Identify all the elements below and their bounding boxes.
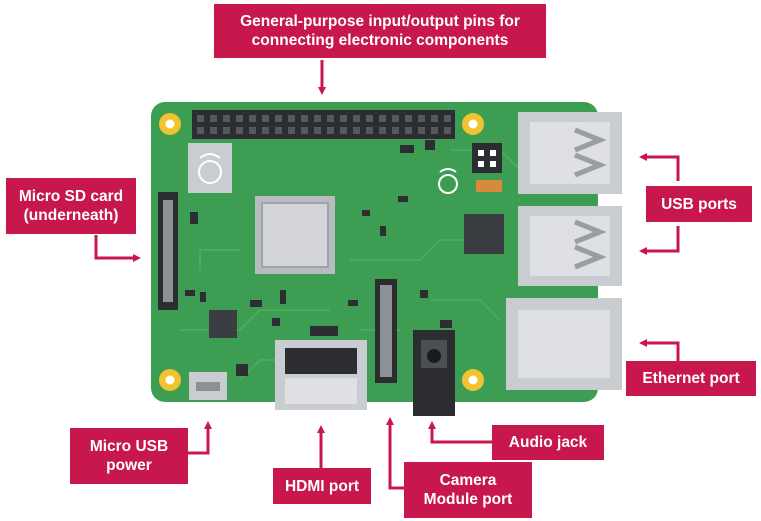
label-hdmi-port: HDMI port xyxy=(273,468,371,504)
gpio-pin xyxy=(197,115,204,122)
gpio-pin xyxy=(418,127,425,134)
label-audio-line-1: Audio jack xyxy=(508,434,588,451)
label-microusb-line-1: Micro USB xyxy=(89,438,169,455)
label-usb-line-1: USB ports xyxy=(661,195,737,213)
label-usb-ports: USB ports xyxy=(646,186,752,222)
hdmi-port xyxy=(275,340,367,410)
gpio-pin xyxy=(392,127,399,134)
label-microsd-line-2: (underneath) xyxy=(23,207,119,224)
gpio-pin xyxy=(353,127,360,134)
arrow-camera xyxy=(386,417,404,490)
gpio-pin xyxy=(301,115,308,122)
gpio-pin xyxy=(262,127,269,134)
gpio-pin xyxy=(340,115,347,122)
gpio-pin xyxy=(418,115,425,122)
usb-port-2 xyxy=(518,206,622,286)
gpio-pin xyxy=(314,127,321,134)
gpio-pin xyxy=(236,127,243,134)
gpio-pin xyxy=(275,115,282,122)
micro-usb-port xyxy=(189,372,227,400)
gpio-header xyxy=(192,110,455,139)
gpio-pin xyxy=(262,115,269,122)
wifi-chip xyxy=(209,310,237,338)
label-camera-line-1: Camera xyxy=(439,472,497,489)
label-ethernet-line-1: Ethernet port xyxy=(642,370,740,387)
gpio-pin xyxy=(444,127,451,134)
small-components xyxy=(185,140,452,376)
gpio-pin xyxy=(210,127,217,134)
gpio-pin xyxy=(366,127,373,134)
callout-arrows xyxy=(94,60,680,490)
usb-port-1 xyxy=(518,112,622,194)
camera-connector xyxy=(375,279,397,383)
gpio-pin xyxy=(236,115,243,122)
label-microsd-card: Micro SD card (underneath) xyxy=(6,178,136,234)
arrow-microusb xyxy=(188,421,212,455)
gpio-pin xyxy=(288,127,295,134)
raspberry-logo-board xyxy=(438,168,458,194)
label-gpio-line-2: connecting electronic components xyxy=(251,32,509,49)
gpio-pin xyxy=(444,115,451,122)
microsd-slot xyxy=(158,192,178,310)
label-hdmi-line-1: HDMI port xyxy=(284,477,360,495)
processor-chip xyxy=(255,196,335,274)
label-microusb-line-2: power xyxy=(106,457,152,474)
gpio-pin xyxy=(405,127,412,134)
gpio-pin xyxy=(275,127,282,134)
arrow-microsd xyxy=(94,235,141,262)
gpio-pin xyxy=(405,115,412,122)
gpio-pin xyxy=(366,115,373,122)
jumper-pins xyxy=(472,143,502,192)
label-gpio-line-1: General-purpose input/output pins for xyxy=(240,13,520,30)
gpio-pin xyxy=(197,127,204,134)
audio-jack xyxy=(413,330,455,416)
gpio-pin xyxy=(288,115,295,122)
label-audio-jack: Audio jack xyxy=(492,425,604,460)
gpio-pin xyxy=(223,115,230,122)
gpio-pin xyxy=(327,115,334,122)
gpio-pin xyxy=(249,127,256,134)
label-microsd-line-1: Micro SD card xyxy=(18,188,124,205)
gpio-pin xyxy=(249,115,256,122)
label-micro-usb-power: Micro USB power xyxy=(70,428,188,484)
gpio-pin xyxy=(379,127,386,134)
gpio-pin xyxy=(314,115,321,122)
arrow-audio xyxy=(428,421,492,444)
ethernet-port xyxy=(506,298,622,390)
mounting-holes xyxy=(159,113,484,391)
raspberry-logo-silkscreen xyxy=(188,143,232,193)
label-camera-module-port: Camera Module port xyxy=(404,462,532,518)
label-gpio-pins: General-purpose input/output pins for co… xyxy=(214,4,546,58)
gpio-pin xyxy=(223,127,230,134)
label-camera-line-2: Module port xyxy=(423,491,513,508)
gpio-pin xyxy=(392,115,399,122)
arrow-usb-1 xyxy=(639,153,680,181)
gpio-pin xyxy=(431,115,438,122)
gpio-pin xyxy=(353,115,360,122)
gpio-pin xyxy=(327,127,334,134)
gpio-pin xyxy=(340,127,347,134)
gpio-pin xyxy=(379,115,386,122)
arrow-usb-2 xyxy=(639,226,680,255)
arrow-ethernet xyxy=(639,339,680,366)
gpio-pin xyxy=(210,115,217,122)
gpio-pin xyxy=(431,127,438,134)
label-ethernet-port: Ethernet port xyxy=(626,361,756,396)
ethernet-controller-chip xyxy=(464,214,504,254)
gpio-pin xyxy=(301,127,308,134)
